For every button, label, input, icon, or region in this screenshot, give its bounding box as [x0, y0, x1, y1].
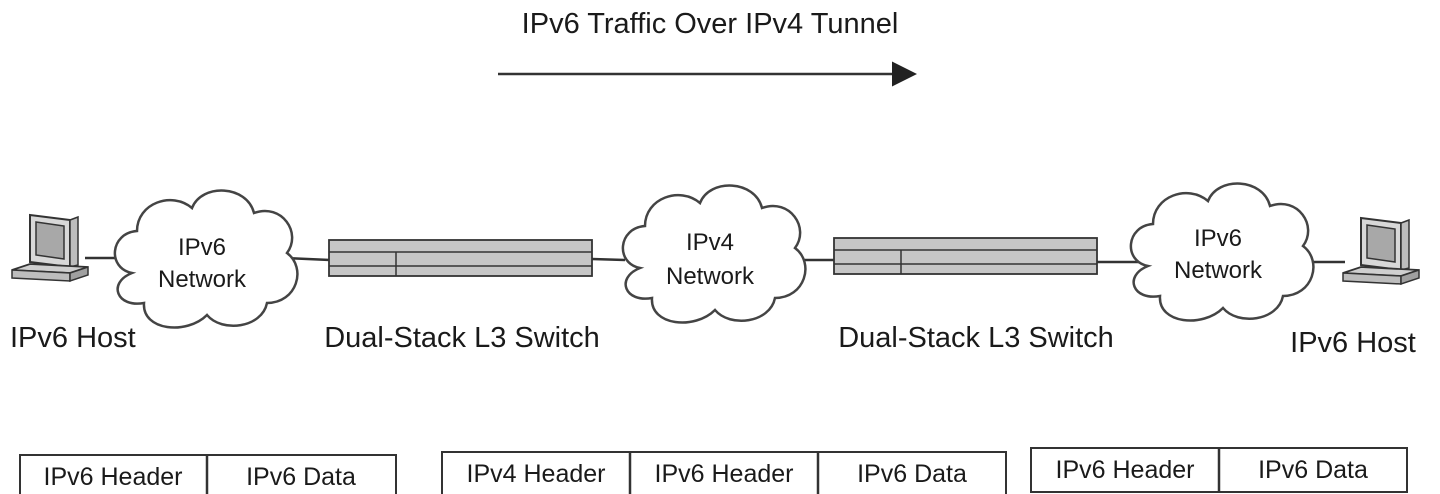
left-host-label: IPv6 Host	[10, 322, 136, 354]
middle-packet-field-1: IPv4 Header	[467, 460, 606, 488]
left-ipv6-network-cloud: IPv6 Network	[113, 189, 299, 329]
left-host-computer-icon	[11, 213, 89, 283]
link-left-switch-middle-cloud	[591, 257, 626, 262]
middle-ipv4-network-cloud: IPv4 Network	[621, 184, 807, 324]
right-packet-field-2: IPv6 Data	[1258, 456, 1368, 484]
middle-packet-field-3: IPv6 Data	[857, 460, 967, 488]
middle-cloud-line2: Network	[666, 263, 755, 290]
left-cloud-line1: IPv6	[178, 234, 226, 261]
right-cloud-line1: IPv6	[1194, 225, 1242, 252]
diagram-title: IPv6 Traffic Over IPv4 Tunnel	[522, 8, 899, 40]
right-host-computer-icon	[1342, 216, 1420, 286]
right-host-label: IPv6 Host	[1290, 327, 1416, 359]
left-dual-stack-switch	[328, 239, 593, 277]
right-switch-label: Dual-Stack L3 Switch	[838, 322, 1114, 354]
middle-cloud-line1: IPv4	[686, 229, 734, 256]
left-switch-label: Dual-Stack L3 Switch	[324, 322, 600, 354]
right-cloud-line2: Network	[1174, 257, 1263, 284]
right-packet: IPv6 Header IPv6 Data	[1030, 447, 1408, 493]
middle-packet: IPv4 Header IPv6 Header IPv6 Data	[441, 451, 1007, 494]
left-cloud-line2: Network	[158, 266, 247, 293]
left-packet: IPv6 Header IPv6 Data	[19, 454, 397, 494]
right-packet-field-1: IPv6 Header	[1056, 456, 1195, 484]
right-ipv6-network-cloud: IPv6 Network	[1129, 182, 1315, 322]
left-packet-field-2: IPv6 Data	[246, 463, 356, 491]
left-packet-field-1: IPv6 Header	[44, 463, 183, 491]
middle-packet-field-2: IPv6 Header	[655, 460, 794, 488]
right-dual-stack-switch	[833, 237, 1098, 275]
